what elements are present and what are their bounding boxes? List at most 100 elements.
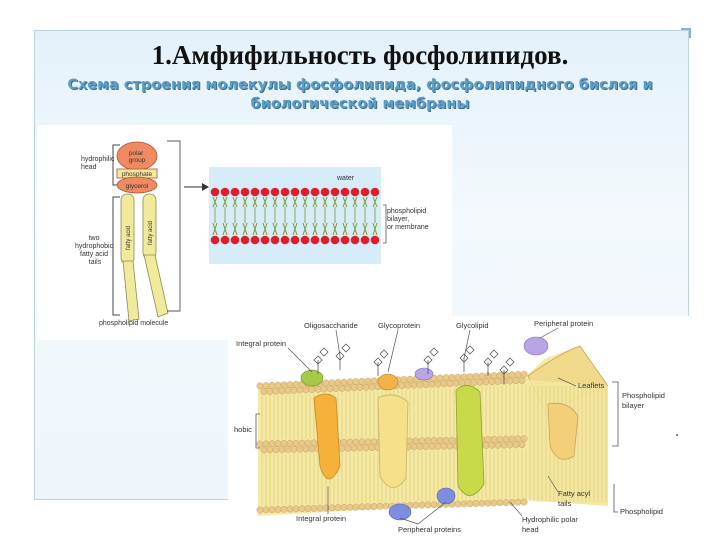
head-bottom <box>268 506 276 513</box>
head-top-2 <box>506 377 514 385</box>
head-bottom <box>286 505 294 513</box>
head-top <box>340 378 348 386</box>
head-top-2 <box>512 377 520 385</box>
bilayer-head-top <box>260 187 270 197</box>
head-mid <box>352 438 360 446</box>
bilayer-tail-top <box>242 196 248 208</box>
label-hobic: hobic <box>234 425 252 434</box>
bilayer-head-bottom <box>210 235 220 245</box>
integral-protein-green <box>455 385 485 496</box>
head-mid <box>268 440 276 448</box>
head-top <box>328 379 336 387</box>
head-top-2 <box>422 381 430 389</box>
head-top-2 <box>356 384 364 391</box>
label-leaflets: Leaflets <box>578 381 605 390</box>
fatty-acid-tail-1-lower <box>122 260 140 322</box>
bilayer-head-bottom <box>290 235 300 245</box>
head-top <box>472 373 480 380</box>
label-oligosaccharide: Oligosaccharide <box>304 321 358 330</box>
bilayer-head-top <box>310 187 320 197</box>
head-bottom <box>316 504 324 512</box>
bilayer-tail-top <box>332 196 338 208</box>
head-bottom <box>466 500 474 508</box>
head-mid-2 <box>440 442 448 450</box>
bilayer-head-top <box>360 187 370 197</box>
bilayer-tail-top <box>352 196 358 208</box>
sugar-unit <box>465 345 475 355</box>
head-mid <box>262 440 270 448</box>
head-mid <box>430 437 438 444</box>
subtitle-line-2: биологической мембраны <box>250 96 470 112</box>
head-top-2 <box>278 387 286 395</box>
bilayer-lipids <box>210 187 380 245</box>
subtitle-line-1: Схема строения молекулы фосфолипида, фос… <box>67 77 653 93</box>
head-top-2 <box>470 379 478 386</box>
label-hydrophobic-tails: two hydrophobic fatty acid tails <box>75 235 115 266</box>
head-mid-2 <box>512 441 520 449</box>
head-bottom <box>382 502 390 510</box>
bilayer-head-top <box>210 187 220 197</box>
bracket-head <box>112 144 120 186</box>
sugar-unit <box>505 357 515 367</box>
head-mid <box>508 435 516 443</box>
head-top-2 <box>398 382 406 390</box>
head-bottom <box>418 501 426 509</box>
bilayer-tail-bottom <box>332 222 338 236</box>
head-top <box>274 381 282 389</box>
peripheral-protein-blue-1 <box>388 503 412 521</box>
head-mid <box>358 438 366 446</box>
sugar-unit <box>373 357 383 367</box>
bilayer-head-top <box>290 187 300 197</box>
bilayer-head-bottom <box>250 235 260 245</box>
bracket-phospholipid <box>613 484 618 513</box>
bilayer-tail-top <box>292 196 298 208</box>
head-top-2 <box>362 383 370 391</box>
head-top-2 <box>434 380 442 388</box>
label-phospholipid-bilayer: phospholipid bilayer, or membrane <box>387 208 429 231</box>
bracket-tails <box>112 196 120 316</box>
connector-arrow-head <box>202 183 209 191</box>
head-bottom <box>292 505 300 513</box>
sugar-unit <box>423 355 433 365</box>
head-mid-2 <box>488 441 496 449</box>
head-top-2 <box>272 387 280 395</box>
head-mid-2 <box>308 445 316 453</box>
bilayer-head-bottom <box>280 235 290 245</box>
sugar-unit <box>341 343 351 353</box>
phospholipid-molecule-figure: hydrophilic head two hydrophobic fatty a… <box>37 125 452 340</box>
label-peripheral-proteins: Peripheral proteins <box>398 525 461 534</box>
head-mid <box>448 436 456 444</box>
head-bottom <box>346 503 354 511</box>
head-mid-2 <box>518 441 526 449</box>
label-hydrophilic-polar-head: Hydrophilic polar head <box>522 515 580 534</box>
head-mid <box>340 438 348 446</box>
head-top-2 <box>416 381 424 389</box>
head-mid <box>256 440 264 448</box>
head-mid-2 <box>278 446 286 453</box>
head-bottom <box>490 499 498 507</box>
label-integral-protein-top: Integral protein <box>236 339 286 348</box>
label-water: water <box>336 175 355 182</box>
head-top-2 <box>302 386 310 394</box>
sugar-unit <box>335 351 345 361</box>
head-top <box>268 381 276 389</box>
head-bottom <box>352 503 360 511</box>
head-mid <box>418 437 426 445</box>
head-mid <box>304 439 312 447</box>
head-mid <box>286 439 294 447</box>
head-mid-2 <box>410 443 418 451</box>
fatty-acid-tail-2-lower <box>143 254 169 318</box>
head-top <box>352 378 360 386</box>
head-mid <box>514 435 522 443</box>
sugar-unit <box>319 347 329 357</box>
bilayer-tail-bottom <box>222 222 228 236</box>
head-top <box>280 381 288 389</box>
bilayer-tail-top <box>232 196 238 208</box>
bilayer-head-top <box>340 187 350 197</box>
head-mid <box>412 437 420 445</box>
bilayer-tail-bottom <box>292 222 298 236</box>
head-bottom <box>364 503 372 511</box>
sugar-unit <box>313 355 323 365</box>
head-mid-2 <box>344 444 352 452</box>
integral-protein-right <box>547 402 579 460</box>
